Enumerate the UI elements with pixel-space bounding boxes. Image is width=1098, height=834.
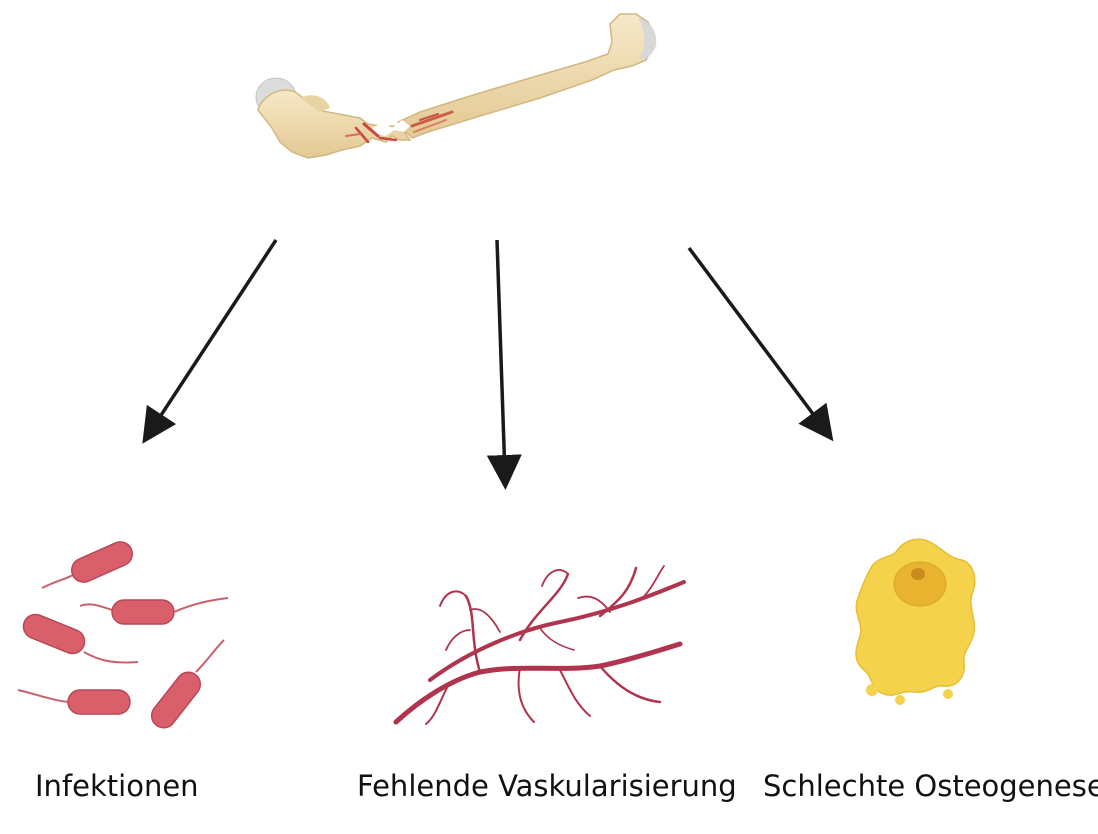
arrows [150, 240, 825, 476]
arrow-left [150, 240, 276, 432]
arrow-middle [497, 240, 505, 476]
fractured-femur-icon [256, 14, 656, 158]
caption-vascularization: Fehlende Vaskularisierung [357, 772, 737, 801]
bacteria-icon [18, 538, 228, 733]
caption-infections: Infektionen [35, 772, 199, 801]
caption-osteogenesis: Schlechte Osteogenese [763, 772, 1098, 801]
arrow-right [689, 248, 825, 430]
blood-vessels-icon [396, 566, 684, 724]
osteoblast-cell-icon [856, 539, 975, 705]
